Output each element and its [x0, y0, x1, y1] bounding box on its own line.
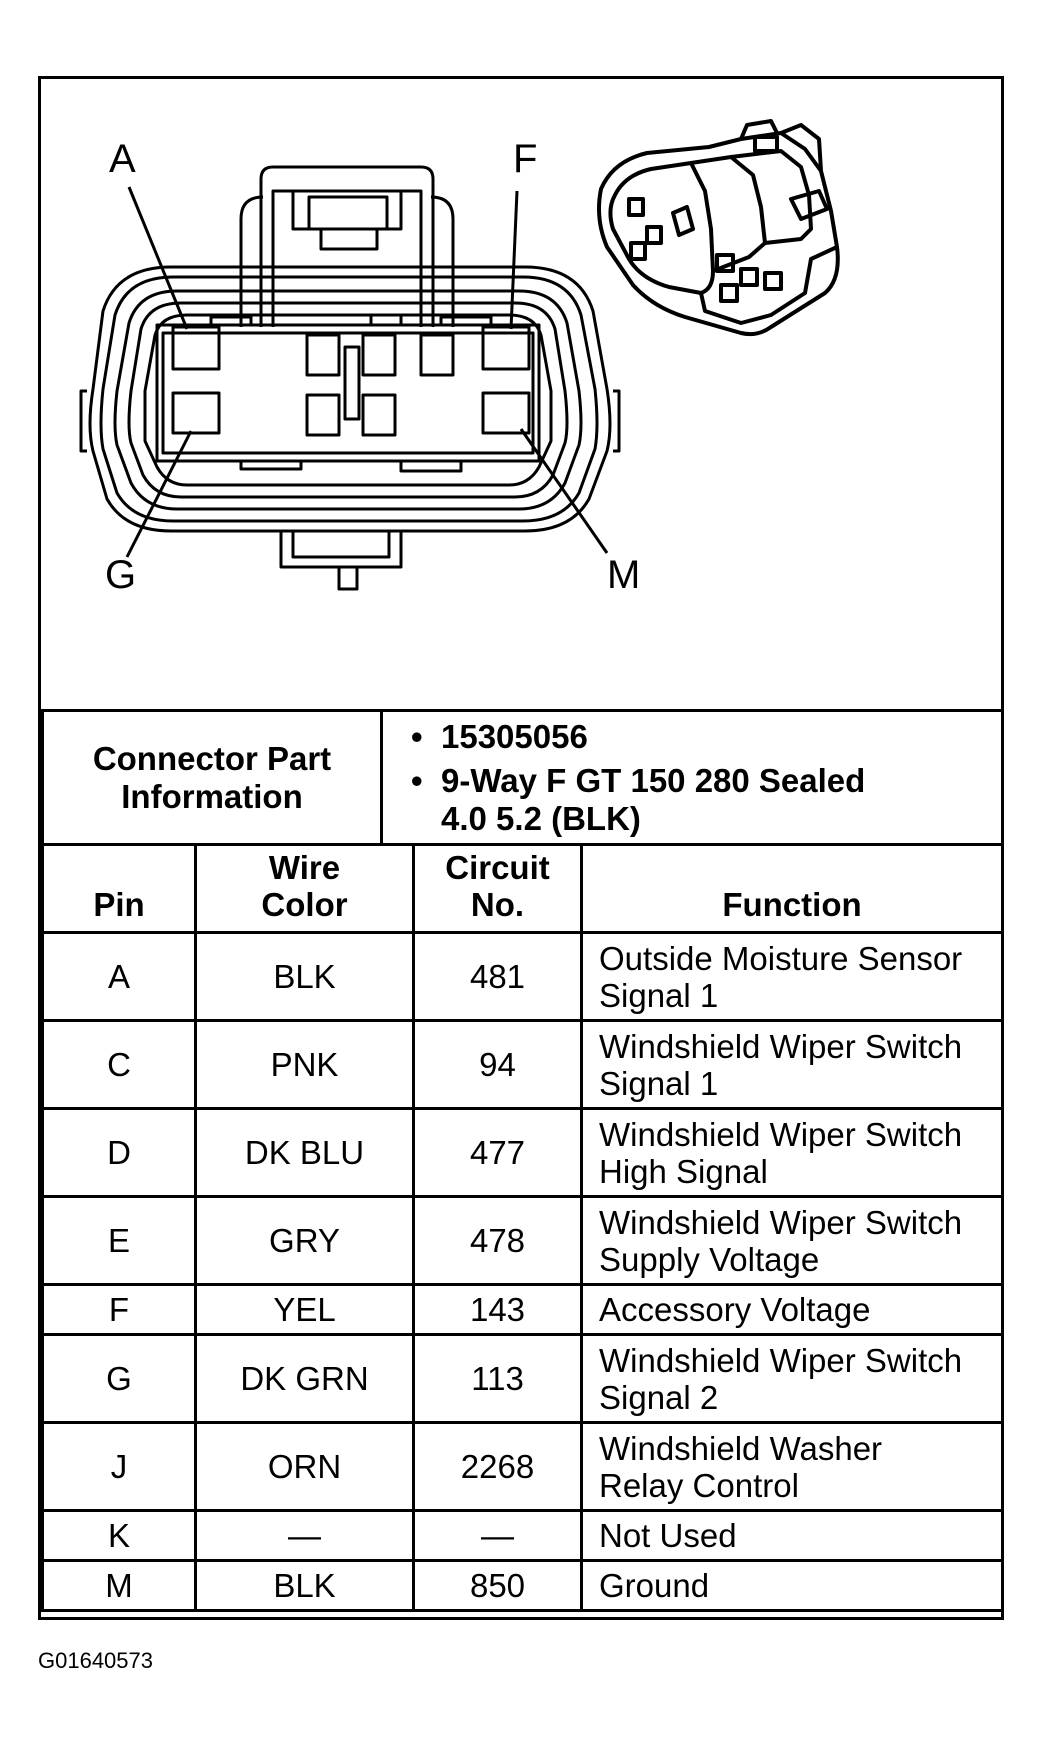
function-cell: Not Used: [580, 1509, 1004, 1562]
pin-cell: C: [41, 1019, 197, 1110]
function-cell: Windshield Wiper Switch High Signal: [580, 1107, 1004, 1198]
function-cell: Accessory Voltage: [580, 1283, 1004, 1336]
header-circuit-no: Circuit No.: [412, 843, 583, 934]
circuit-cell: 2268: [412, 1421, 583, 1512]
table-row: F YEL 143 Accessory Voltage: [41, 1283, 1004, 1336]
wire-color-cell: GRY: [194, 1195, 415, 1286]
circuit-cell: 478: [412, 1195, 583, 1286]
table-row: M BLK 850 Ground: [41, 1559, 1004, 1612]
function-cell: Windshield Wiper Switch Signal 1: [580, 1019, 1004, 1110]
table-row: C PNK 94 Windshield Wiper Switch Signal …: [41, 1019, 1004, 1110]
pin-cell: F: [41, 1283, 197, 1336]
circuit-cell: 481: [412, 931, 583, 1022]
wire-color-cell: ORN: [194, 1421, 415, 1512]
pin-cell: J: [41, 1421, 197, 1512]
figure-code: G01640573: [38, 1648, 153, 1673]
pin-cell: K: [41, 1509, 197, 1562]
wire-color-cell: —: [194, 1509, 415, 1562]
circuit-cell: 143: [412, 1283, 583, 1336]
connector-description-cont: 4.0 5.2 (BLK): [441, 799, 641, 837]
wire-color-cell: PNK: [194, 1019, 415, 1110]
pin-cell: G: [41, 1333, 197, 1424]
function-cell: Windshield Wiper Switch Supply Voltage: [580, 1195, 1004, 1286]
pin-table-header: Pin Wire Color Circuit No. Function: [41, 843, 1004, 934]
pin-g-callout: G: [105, 553, 137, 597]
connector-description: 9-Way F GT 150 280 Sealed: [411, 762, 1001, 800]
pin-m-callout: M: [607, 553, 641, 597]
wire-color-cell: DK GRN: [194, 1333, 415, 1424]
pin-cell: A: [41, 931, 197, 1022]
pin-f-callout: F: [513, 137, 538, 181]
connector-part-info-label: Connector Part Information: [41, 709, 383, 846]
header-pin: Pin: [41, 843, 197, 934]
circuit-cell: 477: [412, 1107, 583, 1198]
wire-color-cell: DK BLU: [194, 1107, 415, 1198]
connector-figure-frame: A F G M Connector Part Information 15305…: [38, 76, 1004, 1620]
pin-cell: D: [41, 1107, 197, 1198]
wire-color-cell: BLK: [194, 1559, 415, 1612]
connector-face-drawing: [79, 119, 840, 591]
function-cell: Windshield Washer Relay Control: [580, 1421, 1004, 1512]
connector-diagram: A F G M: [41, 79, 1001, 709]
function-cell: Outside Moisture Sensor Signal 1: [580, 931, 1004, 1022]
circuit-cell: 850: [412, 1559, 583, 1612]
wire-color-cell: YEL: [194, 1283, 415, 1336]
connector-part-info-values: 15305056 9-Way F GT 150 280 Sealed 4.0 5…: [380, 709, 1004, 846]
table-row: D DK BLU 477 Windshield Wiper Switch Hig…: [41, 1107, 1004, 1198]
pin-cell: M: [41, 1559, 197, 1612]
header-wire-color: Wire Color: [194, 843, 415, 934]
part-number: 15305056: [411, 718, 1001, 756]
pin-a-callout: A: [109, 137, 136, 181]
table-row: A BLK 481 Outside Moisture Sensor Signal…: [41, 931, 1004, 1022]
table-row: E GRY 478 Windshield Wiper Switch Supply…: [41, 1195, 1004, 1286]
header-function: Function: [580, 843, 1004, 934]
connector-part-info-label-line1: Connector Part: [92, 739, 332, 777]
function-cell: Windshield Wiper Switch Signal 2: [580, 1333, 1004, 1424]
function-cell: Ground: [580, 1559, 1004, 1612]
connector-part-info-table: Connector Part Information 15305056 9-Wa…: [41, 709, 1004, 846]
circuit-cell: 113: [412, 1333, 583, 1424]
connector-part-info-row: Connector Part Information 15305056 9-Wa…: [41, 709, 1004, 846]
pin-table: Pin Wire Color Circuit No. Function A BL…: [41, 843, 1004, 1612]
connector-part-info-label-line2: Information: [121, 777, 303, 815]
connector-perspective-icon: [597, 119, 840, 337]
circuit-cell: 94: [412, 1019, 583, 1110]
table-row: K — — Not Used: [41, 1509, 1004, 1562]
table-row: G DK GRN 113 Windshield Wiper Switch Sig…: [41, 1333, 1004, 1424]
table-row: J ORN 2268 Windshield Washer Relay Contr…: [41, 1421, 1004, 1512]
wire-color-cell: BLK: [194, 931, 415, 1022]
circuit-cell: —: [412, 1509, 583, 1562]
pin-cell: E: [41, 1195, 197, 1286]
